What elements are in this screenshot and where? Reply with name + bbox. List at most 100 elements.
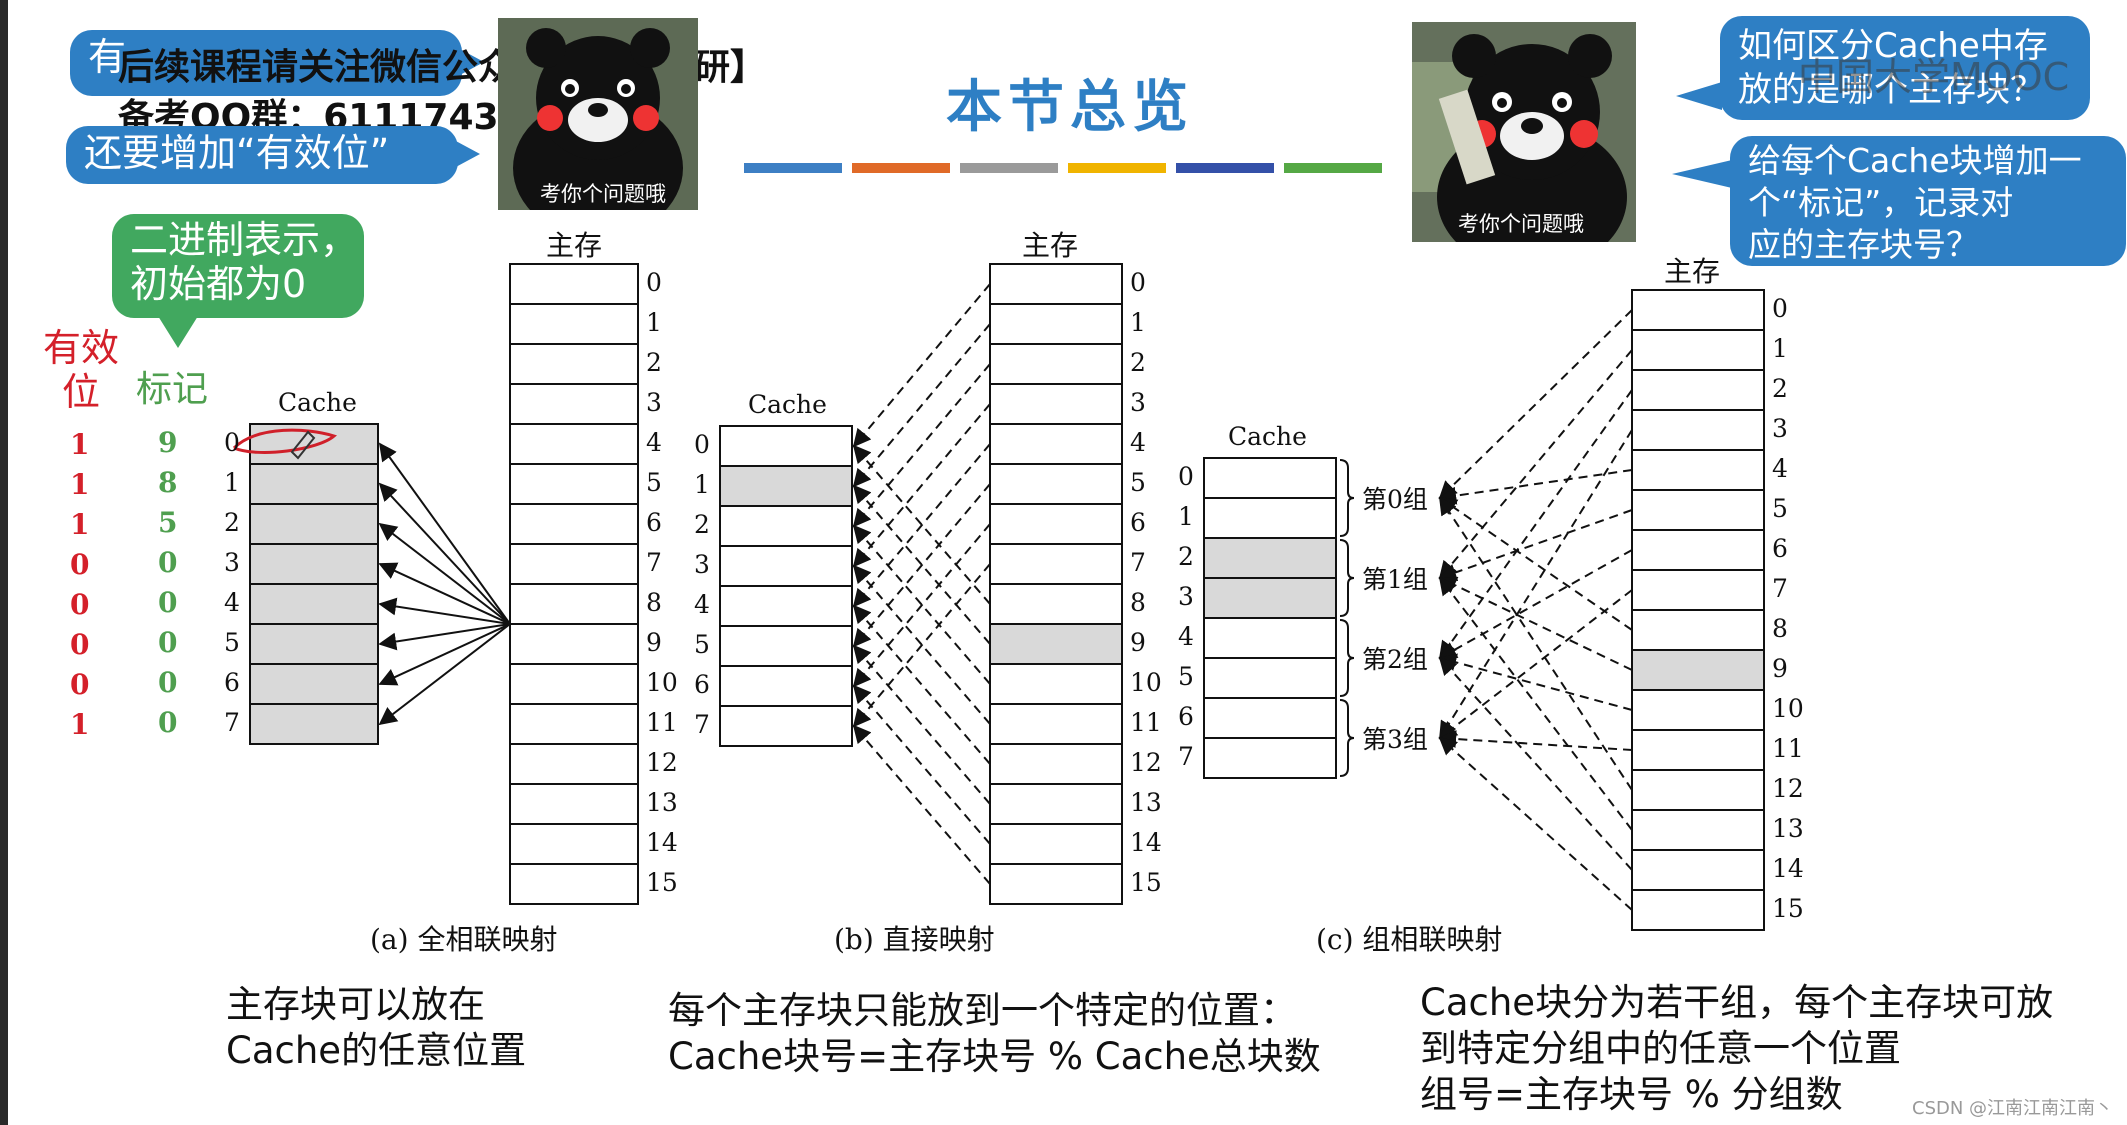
arrow-direct (852, 684, 991, 845)
arrow-full-assoc (378, 482, 511, 625)
cache-index-b: 6 (694, 670, 710, 699)
group-label: 第1组 (1362, 565, 1428, 594)
explain-a: 主存块可以放在 Cache的任意位置 (226, 982, 526, 1074)
memory-block-c (1631, 689, 1765, 731)
explain-b-line2: Cache块号=主存块号 % Cache总块数 (668, 1035, 1321, 1078)
memory-index-c: 9 (1772, 654, 1788, 683)
cache-line-c (1203, 577, 1337, 619)
cache-index-c: 2 (1178, 542, 1194, 571)
memory-block-c (1631, 489, 1765, 531)
memory-block-b (989, 423, 1123, 465)
valid-bit-value: 0 (70, 628, 90, 661)
memory-index-b: 2 (1130, 348, 1146, 377)
memory-index-a: 3 (646, 388, 662, 417)
group-brace (1339, 619, 1355, 697)
explain-c: Cache块分为若干组，每个主存块可放 到特定分组中的任意一个位置 组号=主存块… (1420, 980, 2053, 1118)
arrow-direct (852, 444, 991, 605)
valid-bit-header-line2: 位 (61, 370, 100, 414)
bubble-valid-bit: 还要增加“有效位” (66, 126, 458, 184)
memory-index-c: 11 (1772, 734, 1804, 763)
cache-index-b: 1 (694, 470, 710, 499)
memory-block-a (509, 463, 639, 505)
cache-label-a: Cache (278, 388, 357, 417)
memory-block-c (1631, 369, 1765, 411)
memory-index-a: 0 (646, 268, 662, 297)
memory-block-c (1631, 729, 1765, 771)
memory-block-b (989, 263, 1123, 305)
memory-index-b: 15 (1130, 868, 1162, 897)
memory-index-b: 9 (1130, 628, 1146, 657)
bubble-partial: 有 (70, 30, 462, 96)
bubble-tail (454, 140, 480, 168)
arrow-set-assoc (1438, 656, 1633, 871)
memory-block-b (989, 663, 1123, 705)
bear-sticker-right: 考你个问题哦 (1412, 22, 1636, 242)
arrow-set-assoc (1438, 549, 1633, 659)
memory-index-a: 8 (646, 588, 662, 617)
memory-index-a: 11 (646, 708, 678, 737)
memory-index-b: 14 (1130, 828, 1162, 857)
bubble-partial-text: 有 (88, 35, 127, 79)
main-memory-label-c: 主存 (1664, 255, 1721, 288)
memory-block-b (989, 303, 1123, 345)
explain-c-line3: 组号=主存块号 % 分组数 (1420, 1073, 1843, 1116)
cache-label-b: Cache (748, 390, 827, 419)
memory-index-b: 13 (1130, 788, 1162, 817)
main-memory-label-a: 主存 (546, 229, 603, 262)
memory-block-c (1631, 329, 1765, 371)
tag-value: 8 (158, 466, 178, 499)
cache-line-a (249, 503, 379, 545)
memory-block-c (1631, 529, 1765, 571)
arrow-direct (852, 524, 991, 685)
arrow-set-assoc (1438, 589, 1633, 740)
bubble-tail (158, 316, 198, 348)
memory-index-b: 3 (1130, 388, 1146, 417)
bear-sticker-left: 考你个问题哦 (498, 18, 698, 210)
cache-line-c (1203, 617, 1337, 659)
color-bar-segment (960, 163, 1058, 173)
arrow-set-assoc (1438, 496, 1633, 631)
cache-index-b: 4 (694, 590, 710, 619)
memory-block-a (509, 623, 639, 665)
mooc-logo: 中国大学MOOC (1798, 55, 2070, 99)
arrow-set-assoc (1438, 469, 1633, 505)
arrow-direct (852, 283, 991, 448)
memory-block-c (1631, 849, 1765, 891)
caption-c: (c) 组相联映射 (1316, 923, 1503, 956)
valid-bit-value: 0 (70, 588, 90, 621)
memory-index-a: 2 (646, 348, 662, 377)
memory-block-a (509, 503, 639, 545)
memory-block-c (1631, 409, 1765, 451)
bubble-question2-line2: 个“标记”，记录对 (1748, 183, 2014, 222)
arrow-set-assoc (1438, 389, 1633, 660)
cache-index-a: 2 (224, 508, 240, 537)
memory-index-b: 1 (1130, 308, 1146, 337)
memory-index-c: 6 (1772, 534, 1788, 563)
cache-index-a: 7 (224, 708, 240, 737)
arrow-direct (852, 604, 991, 765)
csdn-watermark: CSDN @江南江南江南丶 (1912, 1098, 2114, 1119)
memory-index-c: 12 (1772, 774, 1804, 803)
bubble-question1-line2: 放的是哪个主存块？ (1738, 70, 2044, 110)
color-bar-segment (1284, 163, 1382, 173)
arrow-set-assoc (1438, 576, 1633, 831)
memory-index-b: 11 (1130, 708, 1162, 737)
cache-label-c: Cache (1228, 422, 1307, 451)
memory-block-a (509, 703, 639, 745)
memory-index-b: 4 (1130, 428, 1146, 457)
cache-index-c: 0 (1178, 462, 1194, 491)
memory-index-c: 8 (1772, 614, 1788, 643)
pen-cursor-icon (290, 430, 316, 460)
arrow-direct (852, 323, 991, 488)
cache-line-b (719, 585, 853, 627)
cache-mapping-diagram (232, 263, 1765, 931)
memory-block-b (989, 343, 1123, 385)
memory-block-a (509, 783, 639, 825)
bubble-question2-line1: 给每个Cache块增加一 (1748, 141, 2082, 180)
memory-index-c: 10 (1772, 694, 1804, 723)
arrow-direct (852, 443, 991, 608)
cache-index-a: 1 (224, 468, 240, 497)
memory-index-b: 6 (1130, 508, 1146, 537)
memory-block-a (509, 303, 639, 345)
group-label: 第3组 (1362, 725, 1428, 754)
